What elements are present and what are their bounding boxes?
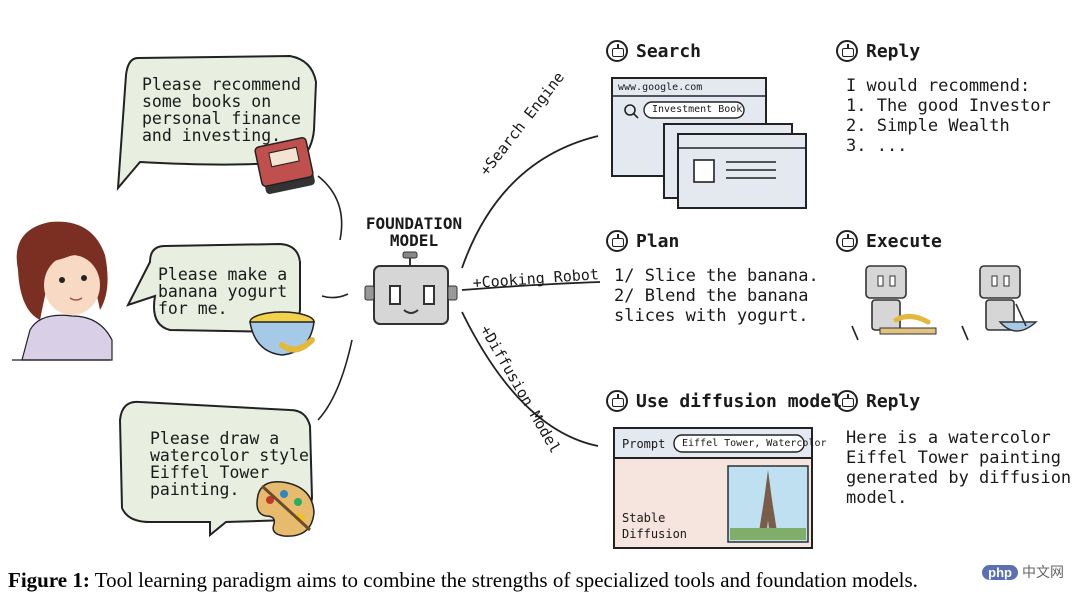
prompt-value: Eiffel Tower, Watercolor [682, 438, 827, 449]
bubble-2-shape [125, 242, 301, 334]
person-illustration [12, 221, 113, 361]
plan-heading-text: Plan [636, 230, 680, 252]
figure-caption: Figure 1: Tool learning paradigm aims to… [8, 568, 918, 593]
browser-windows-illustration [611, 77, 807, 209]
diffusion-reply-text: Here is a watercolor Eiffel Tower painti… [846, 428, 1072, 508]
robot-tool-icon [836, 230, 858, 252]
bubble-2-text: Please make a banana yogurt for me. [158, 265, 288, 318]
execute-heading: Execute [836, 230, 942, 252]
browser-search-query: Investment Book [652, 104, 743, 115]
diffusion-reply-heading-text: Reply [866, 390, 921, 412]
plan-text: 1/ Slice the banana. 2/ Blend the banana… [614, 266, 819, 326]
watermark-badge: php [982, 565, 1018, 580]
bubble-3-text: Please draw a watercolor style Eiffel To… [150, 429, 309, 499]
diffusion-heading: Use diffusion model [606, 390, 842, 412]
watermark-text: 中文网 [1022, 564, 1064, 580]
prompt-label: Prompt [622, 437, 666, 451]
foundation-model-title: FOUNDATION MODEL [356, 215, 472, 249]
search-heading-text: Search [636, 40, 702, 62]
browser-url: www.google.com [618, 82, 703, 93]
robot-tool-icon [836, 40, 858, 62]
foundation-model-robot-icon [364, 251, 458, 325]
diffusion-heading-text: Use diffusion model [636, 390, 842, 412]
diffusion-panel [613, 427, 813, 549]
execute-heading-text: Execute [866, 230, 942, 252]
bubble-1-text: Please recommend some books on personal … [142, 75, 301, 145]
search-reply-heading-text: Reply [866, 40, 921, 62]
robot-tool-icon [606, 390, 628, 412]
foundation-model-title-line1: FOUNDATION [365, 214, 463, 233]
book-icon [254, 137, 315, 195]
search-heading: Search [606, 40, 701, 62]
search-reply-heading: Reply [836, 40, 920, 62]
yogurt-bowl-icon [249, 311, 315, 356]
robot-tool-icon [606, 230, 628, 252]
site-watermark: php 中文网 [976, 560, 1070, 584]
caption-label: Figure 1: [8, 568, 90, 592]
execute-robot-blending-illustration [961, 265, 1038, 341]
palette-icon [256, 481, 315, 537]
eiffel-tower-icon [758, 470, 778, 538]
robot-tool-icon [606, 40, 628, 62]
diffusion-reply-heading: Reply [836, 390, 920, 412]
plan-heading: Plan [606, 230, 679, 252]
robot-tool-icon [836, 390, 858, 412]
caption-text: Tool learning paradigm aims to combine t… [89, 568, 918, 592]
search-reply-text: I would recommend: 1. The good Investor … [846, 76, 1051, 156]
foundation-model-title-line2: MODEL [389, 231, 439, 250]
stable-diffusion-label: Stable Diffusion [622, 511, 688, 541]
execute-robot-slicing-illustration [851, 265, 937, 341]
